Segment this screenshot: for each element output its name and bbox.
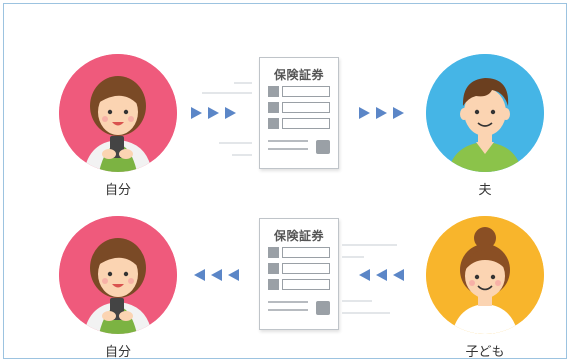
document-line [268, 86, 330, 97]
seal-icon [316, 301, 330, 315]
document-line [268, 279, 330, 290]
husband-label: 夫 [478, 183, 492, 198]
woman-phone-icon [59, 216, 177, 334]
arrow-left-icon [211, 269, 222, 281]
arrow-right-icon [191, 107, 202, 119]
document-footer-line [268, 140, 308, 142]
speed-line [342, 256, 364, 258]
speed-line [234, 82, 252, 84]
self-label-bottom: 自分 [104, 345, 131, 359]
arrow-right-icon [393, 107, 404, 119]
man-icon [426, 54, 544, 172]
arrow-left-icon [228, 269, 239, 281]
arrow-left-group-1 [194, 269, 239, 281]
document-line [268, 247, 330, 258]
insurance-certificate-document-bottom: 保険証券 [259, 218, 339, 330]
arrow-left-icon [376, 269, 387, 281]
arrow-left-icon [393, 269, 404, 281]
arrow-right-icon [376, 107, 387, 119]
child-avatar [426, 216, 544, 334]
speed-line [232, 154, 252, 156]
girl-bun-icon [426, 216, 544, 334]
speed-line [342, 300, 372, 302]
document-footer-line [268, 309, 308, 311]
child-label: 子ども [465, 345, 505, 359]
speed-line [219, 142, 252, 144]
document-line [268, 118, 330, 129]
arrow-left-icon [359, 269, 370, 281]
arrow-right-icon [225, 107, 236, 119]
husband-avatar [426, 54, 544, 172]
document-footer-line [268, 148, 308, 150]
arrow-right-group-1 [191, 107, 236, 119]
arrow-right-icon [359, 107, 370, 119]
arrow-right-group-2 [359, 107, 404, 119]
seal-icon [316, 140, 330, 154]
self-avatar-bottom [59, 216, 177, 334]
self-avatar-top [59, 54, 177, 172]
document-title: 保険証券 [273, 229, 324, 243]
document-title: 保険証券 [273, 68, 324, 82]
arrow-left-icon [194, 269, 205, 281]
document-line [268, 102, 330, 113]
diagram-frame: 自分 保険証券 [3, 3, 567, 359]
document-footer-line [268, 301, 308, 303]
woman-phone-icon [59, 54, 177, 172]
arrow-right-icon [208, 107, 219, 119]
insurance-certificate-document-top: 保険証券 [259, 57, 339, 169]
arrow-left-group-2 [359, 269, 404, 281]
document-line [268, 263, 330, 274]
self-label-top: 自分 [104, 183, 131, 198]
speed-line [202, 92, 252, 94]
speed-line [342, 244, 397, 246]
speed-line [342, 312, 390, 314]
